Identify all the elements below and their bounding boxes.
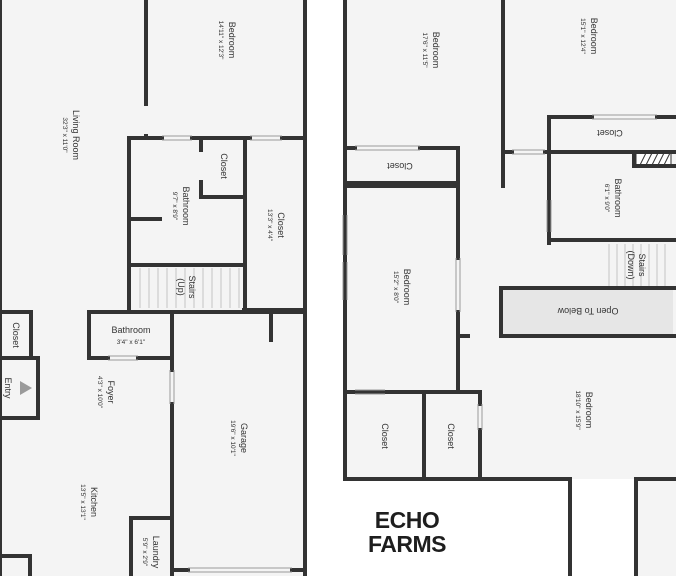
room-name: Closet	[446, 423, 456, 449]
room-dim: 9'7" x 8'9"	[171, 192, 178, 221]
room-dim: 5'9" x 2'9"	[141, 538, 148, 567]
room-dim: 13'5" x 13'1"	[79, 484, 86, 520]
room-dim: 19'6" x 10'1"	[229, 420, 236, 456]
room-name: Closet	[11, 322, 21, 348]
room-dim: 13'3" x 4'4"	[266, 209, 273, 242]
brand-logo: ECHO FARMS	[362, 508, 452, 556]
room-dim: 32'3" x 11'0"	[61, 117, 68, 153]
room-name: Bedroom	[589, 18, 599, 55]
room-dim: 15'2" x 8'0"	[392, 271, 399, 304]
room-name: Closet	[276, 212, 286, 238]
room-dim: 18'10" x 15'9"	[574, 390, 581, 430]
room-name: Bedroom	[431, 32, 441, 69]
room-dim: 3'4" x 6'1"	[117, 339, 146, 346]
room-name: Closet	[380, 423, 390, 449]
room-name: Kitchen	[89, 487, 99, 517]
room-dim: 14'11" x 12'3"	[217, 21, 224, 60]
vent-grate	[635, 152, 672, 166]
room-name: Laundry	[151, 536, 161, 569]
room-name: Stairs	[637, 253, 647, 277]
room-name: Closet	[387, 161, 413, 171]
room-name: Garage	[239, 423, 249, 453]
room-sub: (Up)	[176, 278, 186, 296]
room-name: Bedroom	[584, 392, 594, 429]
brand-line-1: ECHO	[374, 507, 440, 533]
room-dim: 15'1" x 12'4"	[579, 18, 586, 54]
room-name: Entry	[3, 377, 13, 399]
room-name: Bathroom	[181, 186, 191, 225]
room-name: Open To Below	[557, 306, 618, 316]
room-name: Bedroom	[402, 269, 412, 306]
room-sub: (Down)	[626, 250, 636, 279]
room-dim: 6'1" x 9'0"	[603, 184, 610, 213]
room-labels: Living Room 32'3" x 11'0" Bedroom 14'11"…	[3, 18, 647, 569]
room-dim: 4'3" x 10'0"	[96, 376, 103, 409]
room-name: Living Room	[71, 110, 81, 160]
stairs-up-treads	[139, 268, 240, 308]
room-name: Closet	[219, 153, 229, 179]
room-name: Bedroom	[227, 22, 237, 59]
room-name: Foyer	[106, 380, 116, 403]
room-name: Bathroom	[613, 178, 623, 217]
room-name: Closet	[597, 128, 623, 138]
stairs-down-treads	[608, 244, 666, 286]
entry-arrow-icon	[20, 381, 32, 395]
brand-line-2: FARMS	[368, 531, 447, 557]
room-name: Bathroom	[111, 325, 150, 335]
windows	[108, 114, 657, 573]
open-to-below-area	[503, 290, 673, 334]
room-name: Stairs	[187, 275, 197, 299]
room-dim: 17'6" x 11'5"	[421, 32, 428, 68]
